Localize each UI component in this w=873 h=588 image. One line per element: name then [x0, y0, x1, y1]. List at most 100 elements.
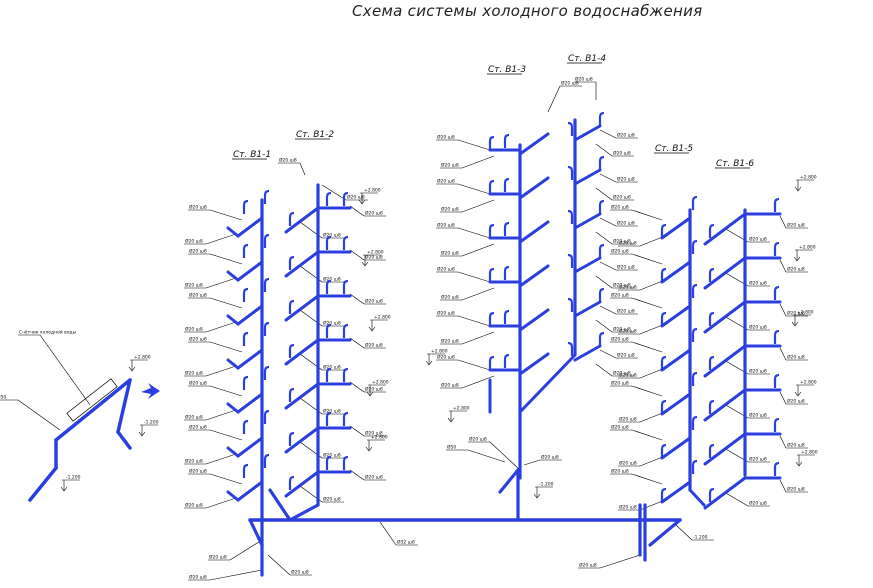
pipe-size-callout: Ø20 ш8 — [323, 232, 341, 239]
tap-st3-b — [503, 353, 510, 368]
elevation-label: +2.800 — [797, 310, 814, 316]
tap-st4-b — [567, 209, 574, 224]
pipe-size-callout: Ø20 ш8 — [787, 266, 805, 273]
tap-st6-b — [773, 241, 780, 256]
branch-st1 — [236, 348, 264, 370]
branch-st5 — [660, 436, 692, 460]
leader-line — [779, 303, 787, 317]
leader-line — [349, 337, 365, 349]
main-diag — [648, 518, 682, 547]
leader-line — [39, 334, 91, 406]
branch-st4 — [573, 300, 602, 318]
leader-line — [595, 187, 613, 201]
leader-line — [349, 249, 365, 261]
leader-line — [547, 85, 561, 113]
pipe-size-callout: Ø20 ш8 — [787, 486, 805, 493]
tap-st6-b — [773, 417, 780, 432]
leader-line — [631, 297, 663, 309]
pipe-size-callout: Ø20 ш8 — [619, 372, 637, 379]
pipe-size-callout: Ø20 ш8 — [617, 220, 635, 227]
leader-line — [205, 321, 237, 333]
tap-st4 — [598, 243, 605, 258]
tap-st1-b — [263, 189, 270, 204]
leader-line — [349, 425, 365, 437]
pipe-size-callout: Ø20 ш8 — [611, 248, 629, 255]
pipe-size-callout: Ø20 ш8 — [323, 364, 341, 371]
tap-st2 — [288, 211, 295, 226]
pipe-size-callout: Ø20 ш8 — [619, 284, 637, 291]
elevation-arrow — [361, 261, 369, 267]
pipe-size-callout: Ø20 ш8 — [787, 222, 805, 229]
elevation-label: +2.800 — [800, 380, 817, 386]
pipe-size-callout: Ø20 ш8 — [575, 76, 593, 83]
leader-line — [457, 183, 491, 195]
leader-line — [205, 409, 237, 421]
pipe-size-callout: Ø20 ш8 — [189, 574, 207, 581]
branch-st6 — [703, 256, 747, 290]
leader-line — [599, 554, 641, 569]
pipe-size-callout: Ø20 ш8 — [617, 308, 635, 315]
tap-st6 — [708, 487, 715, 502]
st2-connector — [268, 488, 292, 522]
leader-line — [631, 473, 663, 485]
pipe-size-callout: Ø50 — [447, 444, 456, 451]
branch-st1 — [236, 260, 264, 282]
branch-st5 — [660, 216, 692, 240]
tap-st3-b — [503, 133, 510, 148]
branch-st2 — [284, 470, 320, 498]
elevation-label: +2.800 — [371, 435, 388, 441]
leader-line — [461, 243, 495, 257]
inlet-pipe — [116, 378, 132, 434]
water-meter-box — [66, 378, 118, 422]
inlet-pipe — [54, 378, 132, 442]
tap-st2-b — [325, 367, 332, 382]
tap-st4-b — [567, 297, 574, 312]
pipe-size-callout: Ø20 ш8 — [365, 254, 383, 261]
inlet-pipe — [116, 430, 132, 450]
leader-line — [595, 363, 613, 377]
pipe-size-callout: Ø20 ш8 — [291, 569, 309, 576]
tap-st1 — [242, 199, 249, 214]
leader-line — [321, 184, 347, 201]
branch-st5 — [660, 480, 692, 504]
pipe-size-callout: Ø20 ш8 — [185, 458, 203, 465]
pipe-size-callout: Ø20 ш8 — [617, 264, 635, 271]
pipe-size-callout: Ø20 ш8 — [323, 452, 341, 459]
tap-st2-c — [342, 367, 349, 382]
elevation-label: +2.800 — [801, 450, 818, 456]
pipe-size-callout: Ø20 ш8 — [189, 248, 207, 255]
pipe-size-callout: Ø20 ш8 — [619, 504, 637, 511]
branch-st1 — [236, 480, 264, 502]
leader-line — [457, 227, 491, 239]
elevation-label: +2.800 — [453, 406, 470, 412]
tap-st1-b — [263, 277, 270, 292]
st3-st4-join — [518, 353, 577, 414]
leader-line — [599, 349, 617, 359]
leader-line — [205, 277, 237, 289]
elevation-arrow — [366, 391, 374, 397]
elevation-arrow — [138, 431, 146, 437]
elevation-label: -1.200 — [66, 475, 81, 481]
tap-st1 — [242, 419, 249, 434]
leader-line — [523, 459, 541, 466]
pipe-size-callout: Ø20 ш8 — [611, 380, 629, 387]
leader-line — [599, 129, 617, 139]
pipe-size-callout: Ø20 ш8 — [469, 436, 487, 443]
pipe-size-callout: Ø20 ш8 — [441, 162, 459, 169]
pipe-network — [28, 111, 782, 577]
tap-st1 — [242, 287, 249, 302]
tap-st5 — [660, 399, 667, 414]
elevation-arrow — [368, 326, 376, 332]
leader-line — [349, 469, 365, 481]
leader-line — [209, 429, 243, 441]
callout-labels: Ст. В1-1Ст. В1-2Ст. В1-3Ст. В1-4Ст. В1-5… — [0, 54, 818, 581]
pipe-size-callout: Ø20 ш8 — [185, 502, 203, 509]
tap-st1-b — [263, 365, 270, 380]
branch-st5 — [660, 260, 692, 284]
leader-line — [229, 539, 263, 561]
leader-line — [779, 347, 787, 361]
leader-line — [631, 385, 663, 397]
tap-st5 — [660, 443, 667, 458]
leader-line — [595, 231, 613, 245]
